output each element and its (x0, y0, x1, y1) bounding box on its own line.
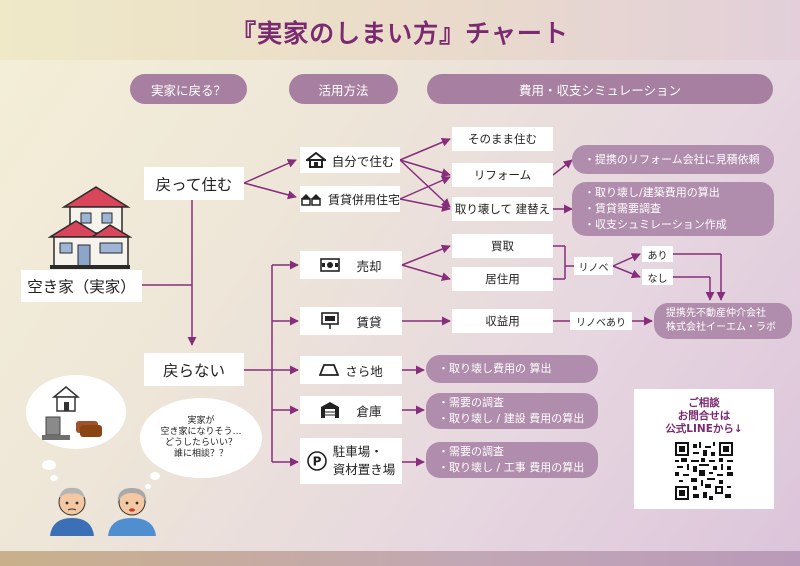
result-broker-line2: 株式会社イーエム・ラボ (666, 322, 776, 333)
speech-line4: 誰に相談？？ (173, 449, 228, 459)
usage-self: 自分で住む (300, 147, 400, 173)
family-house-illustration (47, 185, 133, 271)
usage-warehouse: 倉庫 (300, 396, 402, 424)
result-rebuild-line1: ・取り壊し/建築費用の算出 (584, 186, 720, 199)
bottom-band (0, 551, 800, 566)
contact-line1: ご相談 (688, 397, 720, 409)
speech-dot-2 (145, 484, 151, 489)
contact-line3: 公式LINEから↓ (665, 423, 743, 435)
line-contact-card: ご相談 お問合せは 公式LINEから↓ (634, 389, 774, 509)
usage-rental-combined-label: 賃貸併用住宅 (328, 192, 401, 207)
thought-dot-small (50, 475, 58, 481)
speech-line3: どうしたらいい？ (164, 438, 237, 448)
contact-line2: お問合せは (677, 410, 731, 422)
worried-couple-illustration (48, 484, 160, 536)
svg-text:P: P (312, 455, 321, 469)
usage-parking: P 駐車場・ 資材置き場 (300, 438, 402, 484)
renovation-no: なし (642, 269, 673, 285)
speech-line1: 実家が (187, 416, 215, 426)
money-icon (320, 258, 341, 272)
result-warehouse: ・需要の調査 ・取り壊し / 建設 費用の算出 (426, 393, 598, 429)
house-grave-illustration (40, 383, 112, 443)
result-broker: 提携先不動産仲介会社 株式会社イーエム・ラボ (654, 303, 792, 339)
speech-bubble: 実家が 空き家になりそう… どうしたらいい？ 誰に相談？？ (140, 398, 262, 478)
option-income: 収益用 (452, 309, 553, 333)
branch-not-return: 戻らない (144, 353, 244, 386)
usage-rent: 賃貸 (300, 307, 402, 335)
thought-dot-large (42, 460, 56, 470)
speech-dot-1 (150, 472, 160, 480)
result-reform-estimate-text: ・提携のリフォーム会社に見積依頼 (584, 152, 760, 166)
result-reform-estimate: ・提携のリフォーム会社に見積依頼 (572, 145, 774, 174)
result-rebuild: ・取り壊し/建築費用の算出 ・賃貸需要調査 ・収支シュミレーション作成 (572, 182, 774, 236)
usage-warehouse-label: 倉庫 (356, 403, 382, 419)
usage-rental-combined: 賃貸併用住宅 (300, 186, 400, 212)
option-as-is: そのまま住む (452, 127, 553, 151)
parking-icon: P (306, 451, 327, 471)
result-rebuild-line3: ・収支シュミレーション作成 (584, 218, 727, 231)
warehouse-icon (320, 401, 340, 419)
usage-vacant-land: さら地 (300, 356, 402, 384)
top-band (0, 0, 800, 60)
option-reform: リフォーム (452, 163, 553, 187)
header-return: 実家に戻る？ (130, 74, 247, 104)
result-vacant-land-text: ・取り壊し費用の 算出 (438, 362, 552, 375)
qr-code-icon[interactable] (675, 442, 733, 500)
usage-vacant-land-label: さら地 (345, 363, 383, 379)
start-empty-house: 空き家（実家） (21, 270, 142, 302)
result-warehouse-line2: ・取り壊し / 建設 費用の算出 (438, 412, 585, 425)
page-title: 『実家のしまい方』チャート (231, 19, 569, 48)
usage-sale: 売却 (300, 251, 402, 279)
result-vacant-land: ・取り壊し費用の 算出 (426, 355, 598, 383)
for-rent-sign-icon (320, 312, 340, 330)
speech-line2: 空き家になりそう… (160, 427, 242, 437)
option-residential: 居住用 (452, 267, 553, 291)
result-warehouse-line1: ・需要の調査 (438, 396, 504, 409)
result-parking-line2: ・取り壊し / 工事 費用の算出 (438, 461, 585, 474)
house-icon (305, 152, 326, 168)
duplex-icon (300, 192, 322, 206)
branch-return-live: 戻って住む (144, 167, 244, 200)
usage-parking-line1: 駐車場・ (332, 444, 383, 459)
renovation-label: リノベ (574, 257, 613, 275)
result-parking-line1: ・需要の調査 (438, 445, 504, 458)
renovation-yes: あり (642, 246, 673, 262)
option-rebuild: 取り壊して 建替え (452, 197, 553, 221)
usage-sale-label: 売却 (356, 258, 382, 274)
option-buyback: 買取 (452, 234, 553, 258)
usage-parking-line2: 資材置き場 (332, 462, 396, 477)
result-broker-line1: 提携先不動産仲介会社 (666, 308, 766, 319)
header-cost: 費用・収支シミュレーション (427, 74, 773, 104)
renovation-yes-label: リノベあり (570, 312, 632, 330)
usage-rent-label: 賃貸 (356, 314, 382, 330)
header-usage: 活用方法 (289, 74, 398, 104)
usage-self-label: 自分で住む (331, 153, 395, 169)
result-parking: ・需要の調査 ・取り壊し / 工事 費用の算出 (426, 442, 598, 478)
result-rebuild-line2: ・賃貸需要調査 (584, 202, 661, 215)
land-icon (319, 363, 340, 377)
